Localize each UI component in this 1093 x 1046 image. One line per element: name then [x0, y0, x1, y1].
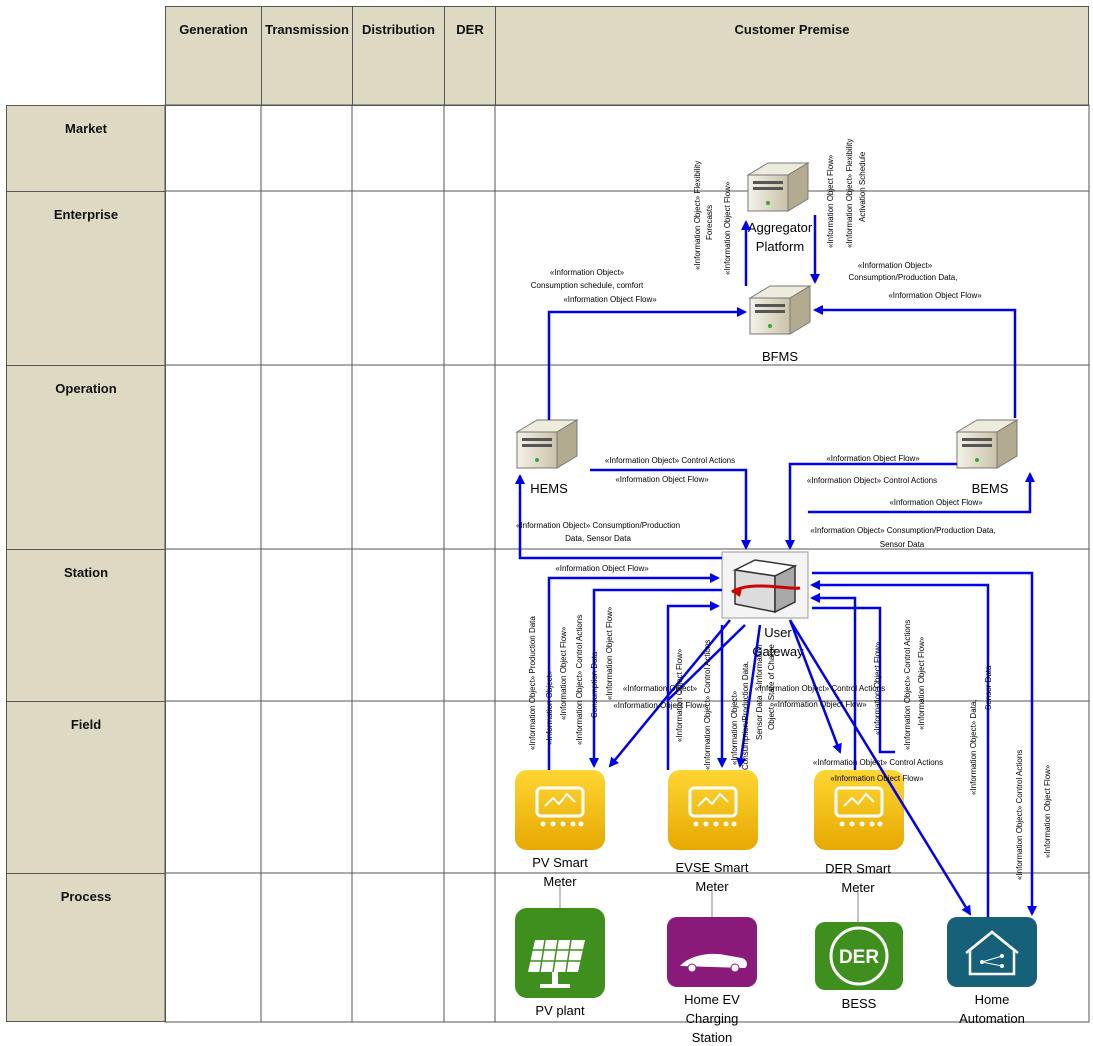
svg-text:PV Smart: PV Smart: [532, 855, 588, 870]
svg-text:Object» State of Charge: Object» State of Charge: [767, 644, 776, 730]
svg-text:«Information Object Flow»: «Information Object Flow»: [613, 701, 707, 710]
hems-node: HEMS: [516, 419, 578, 496]
svg-text:«Information Object»: «Information Object»: [858, 261, 933, 270]
svg-text:«Information Object Flow»: «Information Object Flow»: [830, 774, 924, 783]
svg-text:«Information Object» Consumpti: «Information Object» Consumption/Product…: [516, 521, 680, 530]
svg-text:«Information Object Flow»: «Information Object Flow»: [563, 295, 657, 304]
pv-plant-label: PV plant: [535, 1003, 585, 1018]
domain-distribution: Distribution: [352, 6, 445, 106]
pv-smart-meter-node: PV Smart Meter: [513, 768, 607, 889]
svg-text:«Information Object»: «Information Object»: [623, 684, 698, 693]
zone-station: Station: [6, 549, 166, 702]
svg-text:Meter: Meter: [841, 880, 875, 895]
svg-text:Data, Sensor Data: Data, Sensor Data: [565, 534, 631, 543]
bess-node: DER BESS: [815, 922, 903, 1011]
svg-text:«Information Object» Control A: «Information Object» Control Actions: [703, 640, 712, 770]
pv-plant-node: PV plant: [515, 908, 605, 1018]
der-smart-meter-node: DER Smart Meter: [812, 768, 906, 895]
svg-text:«Information Object Flow»: «Information Object Flow»: [888, 291, 982, 300]
evse-smart-meter-node: EVSE Smart Meter: [666, 768, 760, 894]
svg-text:Meter: Meter: [543, 874, 577, 889]
svg-text:«Information Object Flow»: «Information Object Flow»: [675, 648, 684, 742]
svg-text:User: User: [764, 625, 792, 640]
svg-text:«Information Object Flow»: «Information Object Flow»: [723, 181, 732, 275]
svg-text:«Information Object Flow»: «Information Object Flow»: [555, 564, 649, 573]
domain-generation: Generation: [165, 6, 262, 106]
zone-enterprise: Enterprise: [6, 191, 166, 366]
zone-operation: Operation: [6, 365, 166, 550]
bems-label: BEMS: [972, 481, 1009, 496]
svg-text:«Information Object» Control A: «Information Object» Control Actions: [755, 684, 885, 693]
flow-arrows: [515, 215, 1037, 917]
svg-text:«Information Object»: «Information Object»: [730, 690, 739, 765]
bems-node: BEMS: [956, 419, 1018, 496]
svg-text:«Information Object»: «Information Object»: [550, 268, 625, 277]
svg-text:Home: Home: [975, 992, 1010, 1007]
svg-text:«Information Object Flow»: «Information Object Flow»: [873, 641, 882, 735]
domain-customer-premise: Customer Premise: [495, 6, 1089, 106]
svg-text:DER Smart: DER Smart: [825, 861, 891, 876]
svg-text:Sensor Data , «Information: Sensor Data , «Information: [755, 644, 764, 740]
svg-text:«Information Object» Control A: «Information Object» Control Actions: [575, 615, 584, 745]
svg-text:«Information Object»: «Information Object»: [545, 670, 554, 745]
svg-text:«Information Object» Data,: «Information Object» Data,: [969, 699, 978, 795]
svg-text:«Information Object» Control A: «Information Object» Control Actions: [1015, 750, 1024, 880]
aggregator-platform-node: Aggregator Platform: [747, 162, 813, 254]
svg-text:«Information Object Flow»: «Information Object Flow»: [559, 626, 568, 720]
svg-text:Consumption Data: Consumption Data: [590, 651, 599, 718]
svg-text:«Information Object Flow»: «Information Object Flow»: [826, 154, 835, 248]
home-automation-node: Home Automation: [947, 917, 1037, 1026]
svg-text:Aggregator: Aggregator: [748, 220, 813, 235]
svg-text:Platform: Platform: [756, 239, 804, 254]
svg-text:«Information Object Flow»: «Information Object Flow»: [1043, 764, 1052, 858]
svg-text:Gateway: Gateway: [752, 644, 804, 659]
svg-text:«Information Object» Control A: «Information Object» Control Actions: [813, 758, 943, 767]
aggregator-label-1: Aggregator: [748, 220, 813, 235]
svg-text:Activation Schedule: Activation Schedule: [858, 151, 867, 222]
svg-text:Forecasts: Forecasts: [705, 205, 714, 240]
svg-text:«Information Object» Flexibili: «Information Object» Flexibility: [693, 161, 702, 270]
svg-text:«Information Object» Consumpti: «Information Object» Consumption/Product…: [810, 526, 995, 535]
corner-cell: [6, 6, 166, 106]
svg-text:EVSE Smart: EVSE Smart: [676, 860, 749, 875]
svg-text:Sensor Data: Sensor Data: [880, 540, 925, 549]
svg-text:«Information Object Flow»: «Information Object Flow»: [605, 606, 614, 700]
svg-text:«Information Object» Control A: «Information Object» Control Actions: [807, 476, 937, 485]
home-ev-charging-station-node: Home EV Charging Station: [667, 917, 757, 1045]
svg-text:Consumption/Production Data,: Consumption/Production Data,: [849, 273, 958, 282]
svg-text:Consumption schedule, comfort: Consumption schedule, comfort: [531, 281, 644, 290]
bess-label: BESS: [842, 996, 877, 1011]
svg-text:«Information Object Flow»: «Information Object Flow»: [615, 475, 709, 484]
svg-text:Meter: Meter: [695, 879, 729, 894]
table-grid: [164, 104, 1090, 1023]
bfms-label: BFMS: [762, 349, 798, 364]
zone-process: Process: [6, 873, 166, 1022]
svg-text:«Information Object» Flexibili: «Information Object» Flexibility: [845, 139, 854, 248]
flow-labels: «Information Object» Flexibility Forecas…: [516, 139, 1052, 880]
svg-text:«Information Object» Control A: «Information Object» Control Actions: [903, 620, 912, 750]
svg-text:«Information Object Flow»: «Information Object Flow»: [889, 498, 983, 507]
svg-text:«Information Object Flow»: «Information Object Flow»: [917, 636, 926, 730]
svg-text:Station: Station: [692, 1030, 732, 1045]
svg-text:Automation: Automation: [959, 1011, 1025, 1026]
svg-text:Home EV: Home EV: [684, 992, 740, 1007]
bfms-node: BFMS: [749, 285, 811, 364]
zone-market: Market: [6, 105, 166, 192]
svg-text:«Information Object» Productio: «Information Object» Production Data: [528, 616, 537, 750]
svg-text:Consumption/Production Data,: Consumption/Production Data,: [741, 661, 750, 770]
hems-label: HEMS: [530, 481, 568, 496]
zone-field: Field: [6, 701, 166, 874]
svg-text:Charging: Charging: [686, 1011, 739, 1026]
user-gateway-node: User Gateway: [721, 551, 809, 659]
svg-text:«Information Object Flow»: «Information Object Flow»: [826, 454, 920, 463]
der-icon-text: DER: [839, 947, 879, 968]
svg-text:Sensor Data: Sensor Data: [984, 665, 993, 710]
svg-text:«Information Object Flow»: «Information Object Flow»: [773, 700, 867, 709]
svg-text:«Information Object» Control A: «Information Object» Control Actions: [605, 456, 735, 465]
